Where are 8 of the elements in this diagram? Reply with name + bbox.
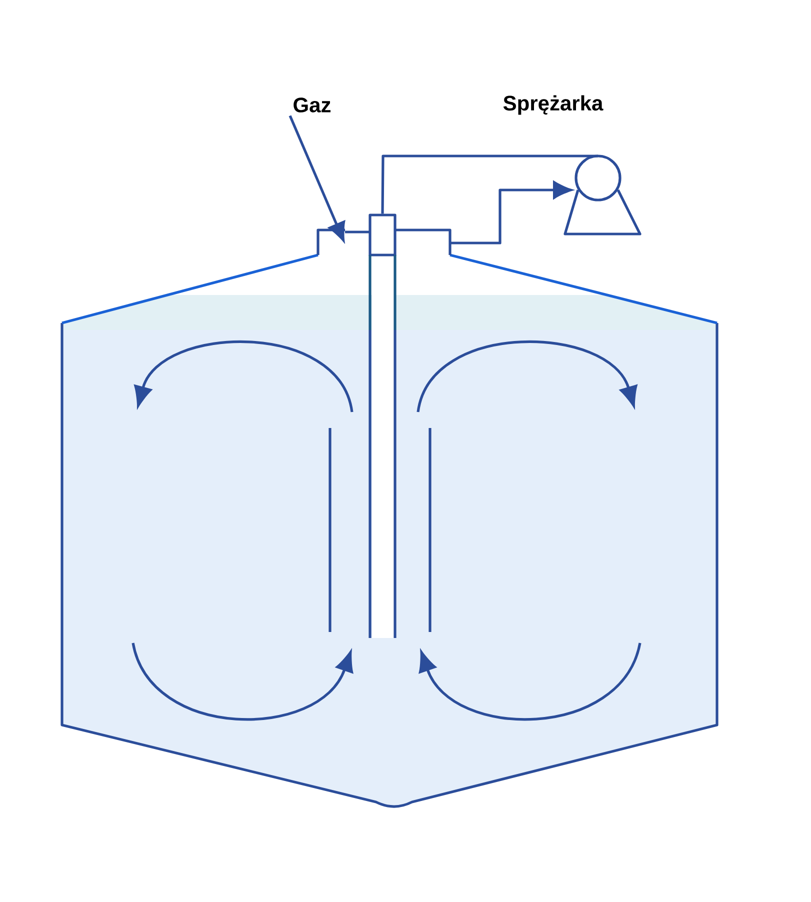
arrow <box>288 115 346 242</box>
node-label: Sprężarka <box>503 95 604 115</box>
label-text: Gaz <box>294 98 330 112</box>
pipe-drawing <box>368 214 396 638</box>
arrow <box>450 181 572 244</box>
tank-drawing <box>62 330 717 806</box>
compressor-drawing: Sprężarka <box>503 95 642 236</box>
tank-drawing <box>60 228 718 808</box>
